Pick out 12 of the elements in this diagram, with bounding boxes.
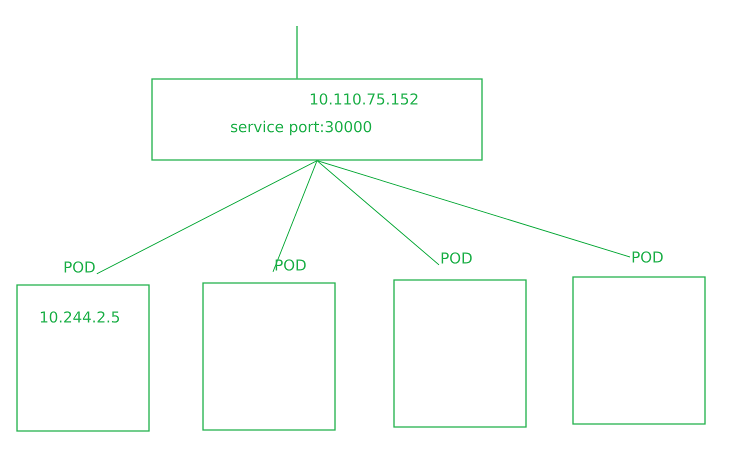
pod-label: POD: [64, 261, 95, 273]
pod-label: POD: [442, 252, 472, 264]
connector-line: [96, 160, 318, 274]
connector-line: [316, 160, 440, 266]
connector-line: [296, 26, 298, 78]
port-label: service port:30000: [231, 120, 372, 136]
ip-address: 10.110.75.152: [310, 93, 418, 105]
ip-address: 10.244.2.5: [40, 311, 119, 323]
pod-label: POD: [276, 259, 306, 271]
pod-label: POD: [632, 251, 663, 263]
connector-line: [272, 160, 318, 272]
connector-line: [316, 160, 630, 258]
